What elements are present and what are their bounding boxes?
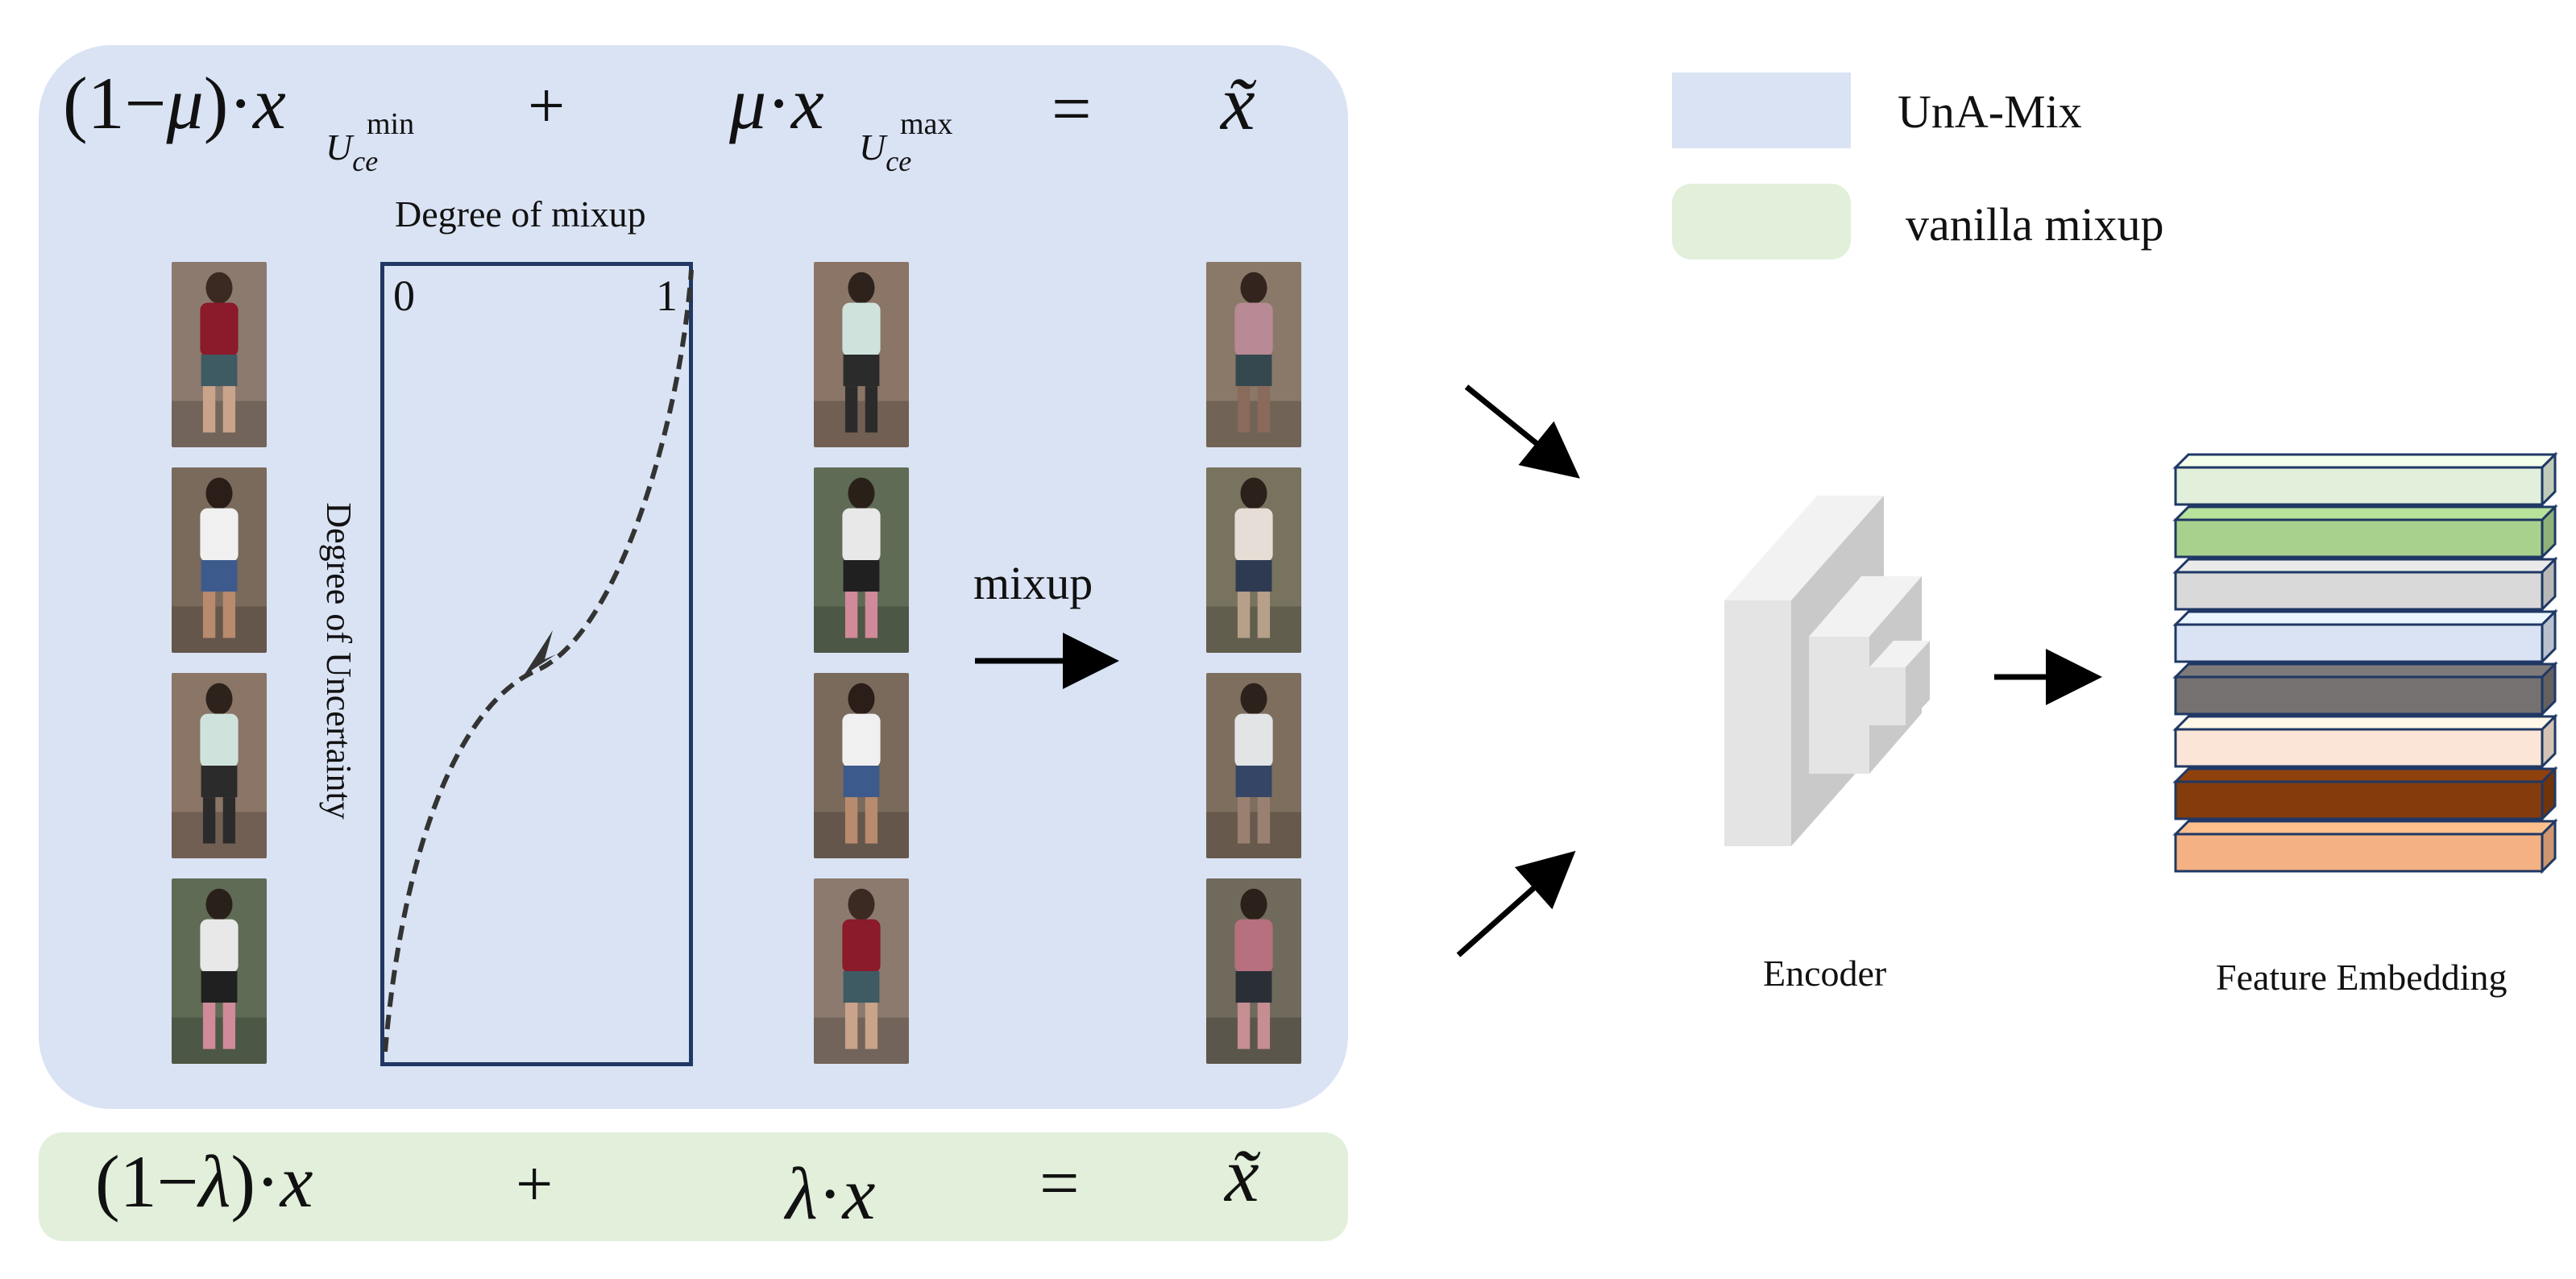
eq2-term1-prefix: (1− [95,1140,199,1223]
eq1-result: x̃ [1221,60,1255,146]
eq2-term1-mid: )· [230,1140,280,1223]
legend-swatch-una-mix [1672,73,1851,148]
eq2-equals: = [1039,1144,1080,1223]
feature-bar-5 [2172,661,2558,717]
feature-bar-4 [2172,608,2558,665]
eq1-sub-u-2: U [859,127,886,168]
uncertainty-plot-box [380,262,693,1066]
person-image-col2-4 [814,878,909,1064]
eq2-x-2: x [842,1152,876,1235]
eq1-sub-u-1: U [326,127,353,168]
mixed-image-col3-4 [1206,878,1301,1064]
legend-swatch-vanilla [1672,184,1851,260]
person-image-col2-1 [814,262,909,447]
person-image-col1-3 [172,673,267,858]
eq1-sup-min: min [367,107,415,141]
eq1-equals: = [1052,70,1092,148]
person-image-col1-4 [172,878,267,1064]
eq2-result: x̃ [1225,1132,1259,1218]
vanilla-to-encoder-arrow [1456,850,1576,957]
feature-bar-3 [2172,556,2558,613]
encoder-block-small [1869,641,1930,725]
feature-bar-2 [2172,504,2558,560]
feature-bar-6 [2172,713,2558,770]
person-image-col1-2 [172,467,267,653]
eq1-plus: + [528,69,566,142]
legend-label-una-mix: UnA-Mix [1898,85,2082,138]
eq1-mu-2: μ [729,62,767,144]
eq2-lambda-1: λ [198,1140,231,1223]
person-image-col2-3 [814,673,909,858]
eq2-plus: + [516,1147,554,1220]
encoder-label: Encoder [1763,953,1887,994]
uncertainty-curve [383,269,694,1053]
eq1-sub-ce-2: ce [886,145,912,177]
eq2-term2-dot: · [817,1152,843,1235]
curve-arrowhead [524,630,556,675]
eq2-lambda-2: λ [786,1152,818,1235]
plot-tick-0: 0 [393,272,415,320]
person-image-col2-2 [814,467,909,653]
feature-embedding-label: Feature Embedding [2216,957,2508,998]
eq1-sup-max: max [900,107,953,141]
legend-label-vanilla: vanilla mixup [1906,198,2164,251]
mixed-image-col3-2 [1206,467,1301,653]
eq1-sub-ce-1: ce [352,145,379,177]
eq1-x-2: x [790,62,824,144]
feature-bar-7 [2172,766,2558,822]
eq2-x-1: x [280,1140,313,1223]
eq1-term1-prefix: (1− [63,62,167,144]
mixup-label: mixup [973,557,1093,609]
mixed-image-col3-3 [1206,673,1301,858]
vanilla-mixup-panel [39,1132,1348,1241]
person-image-col1-1 [172,262,267,447]
feature-bar-8 [2172,818,2558,874]
eq1-x-1: x [253,62,286,144]
plot-title: Degree of mixup [395,193,646,235]
feature-bar-1 [2172,451,2558,508]
eq1-term2-dot: · [766,62,791,144]
plot-tick-1: 1 [656,272,678,320]
una-mix-to-encoder-arrow [1464,384,1580,479]
eq1-mu-1: μ [166,62,204,144]
eq1-term1-mid: )· [203,62,253,144]
mixed-image-col3-1 [1206,262,1301,447]
